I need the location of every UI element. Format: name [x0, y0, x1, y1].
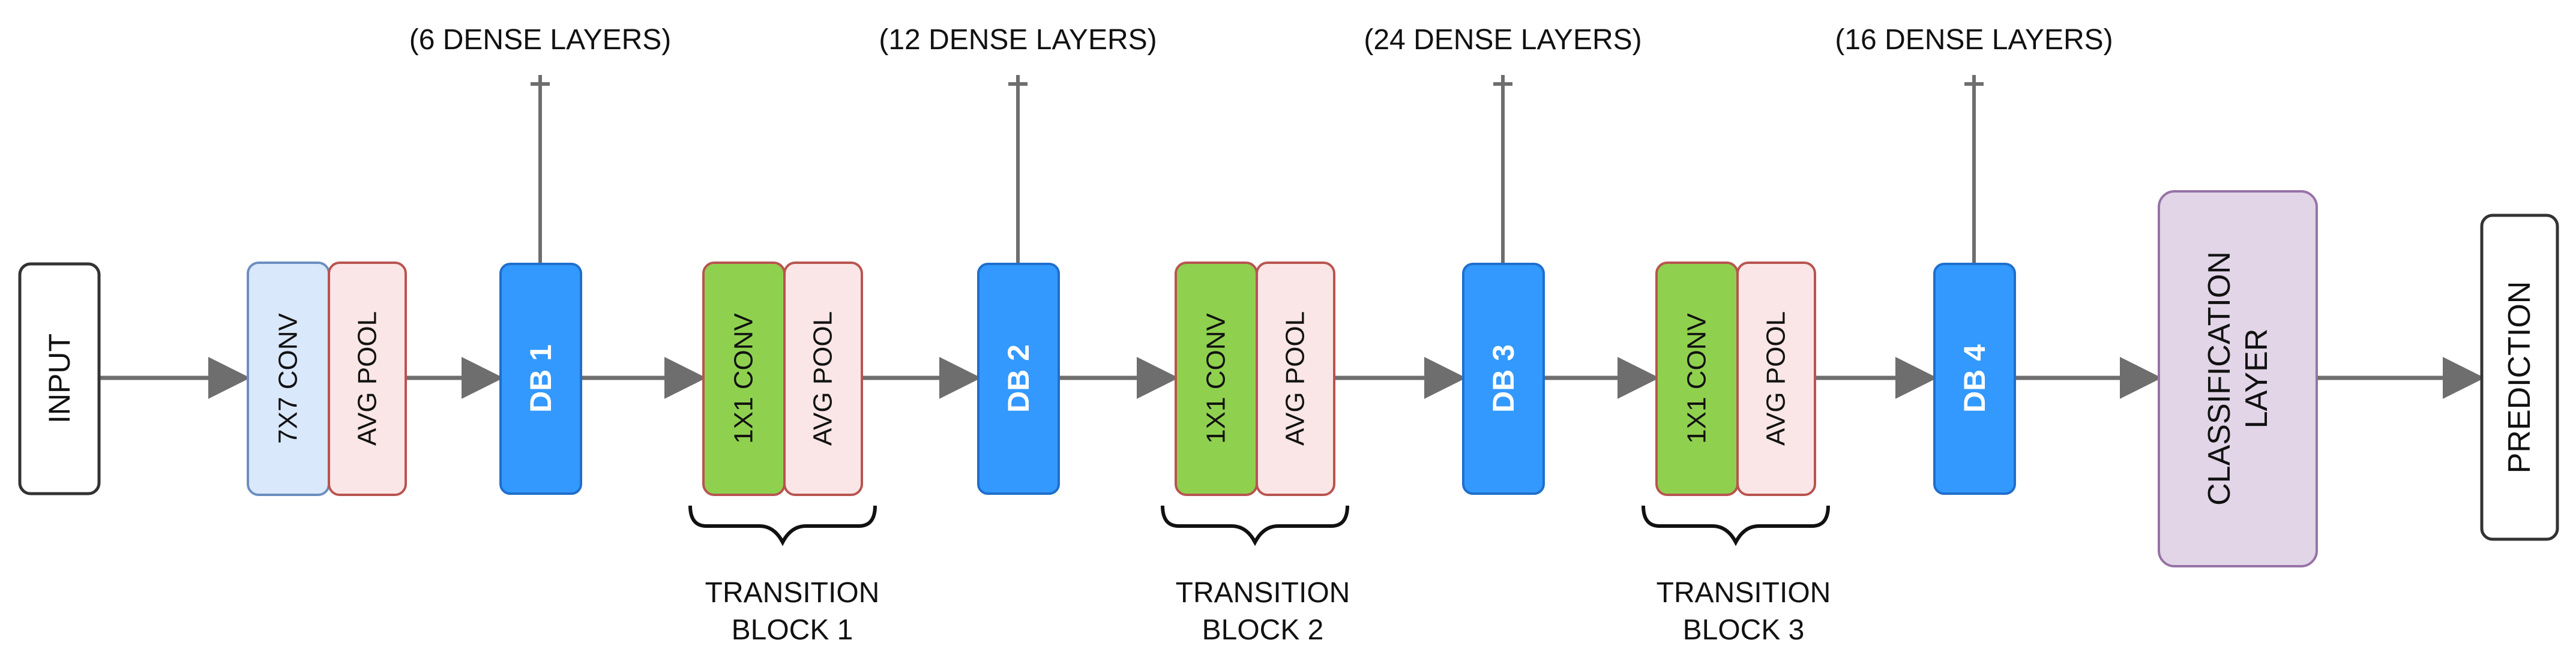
transition-block-1: 1X1 CONV AVG POOL TRANSITION BLOCK 1 [688, 262, 880, 646]
db3-label: DB 3 [1487, 344, 1520, 413]
t3-pool-label: AVG POOL [1762, 311, 1791, 446]
input-label: INPUT [43, 333, 76, 423]
t1-conv-label: 1X1 CONV [729, 313, 759, 444]
prediction-node: PREDICTION [2480, 214, 2559, 541]
t2-pool-label: AVG POOL [1281, 311, 1310, 446]
pool0-label: AVG POOL [353, 311, 382, 446]
dense-connectors [531, 75, 1984, 264]
t1-pool-label: AVG POOL [808, 311, 838, 446]
dense-block-3: DB 3 [1462, 263, 1545, 495]
stem-block: 7X7 CONV AVG POOL [247, 262, 407, 496]
t2-conv-label: 1X1 CONV [1202, 313, 1231, 444]
classification-label-line1: CLASSIFICATION [2202, 251, 2237, 506]
classification-layer: CLASSIFICATION LAYER [2158, 190, 2318, 567]
db2-layers-label: (12 DENSE LAYERS) [879, 24, 1157, 56]
t3-brace [1642, 505, 1830, 546]
dense-block-1: DB 1 [499, 263, 582, 495]
t1-caption-line2: BLOCK 1 [732, 614, 853, 646]
pool0-box [328, 262, 407, 496]
t2-caption-line2: BLOCK 2 [1202, 614, 1324, 646]
dense-block-2: DB 2 [977, 263, 1060, 495]
t1-pool-box [783, 262, 863, 496]
t2-pool-box [1256, 262, 1335, 496]
conv7-label: 7X7 CONV [274, 313, 303, 444]
t3-caption-line1: TRANSITION [1657, 577, 1831, 609]
t3-pool-box [1736, 262, 1816, 496]
classification-label-line2: LAYER [2239, 329, 2274, 429]
t1-brace [688, 505, 877, 546]
dense-block-4: DB 4 [1933, 263, 2016, 495]
t3-caption-line2: BLOCK 3 [1683, 614, 1805, 646]
transition-block-3: 1X1 CONV AVG POOL TRANSITION BLOCK 3 [1642, 262, 1831, 646]
t1-caption-line1: TRANSITION [705, 577, 880, 609]
t2-brace [1161, 505, 1349, 546]
db2-label: DB 2 [1002, 344, 1035, 413]
transition-block-2: 1X1 CONV AVG POOL TRANSITION BLOCK 2 [1161, 262, 1350, 646]
db1-label: DB 1 [524, 344, 558, 413]
db4-label: DB 4 [1958, 344, 1991, 413]
prediction-label: PREDICTION [2502, 281, 2537, 474]
db3-layers-label: (24 DENSE LAYERS) [1364, 24, 1642, 56]
t2-caption-line1: TRANSITION [1176, 577, 1350, 609]
t3-conv-label: 1X1 CONV [1682, 313, 1712, 444]
db4-layers-label: (16 DENSE LAYERS) [1835, 24, 2113, 56]
db1-layers-label: (6 DENSE LAYERS) [409, 24, 672, 56]
input-node: INPUT [18, 262, 101, 495]
